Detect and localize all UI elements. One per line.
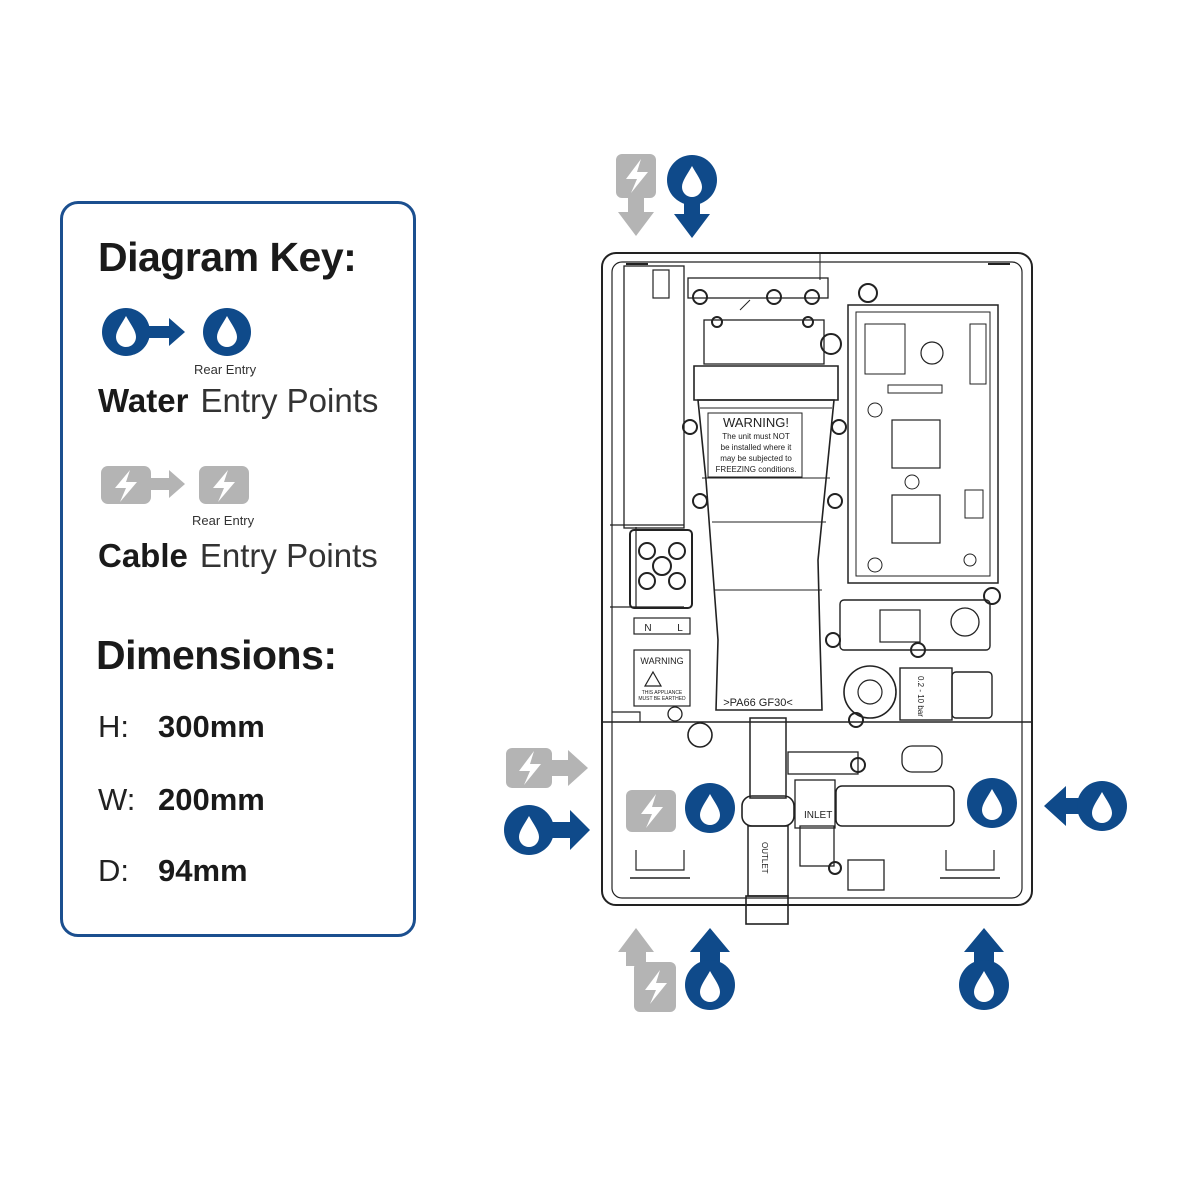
cable-entry-points-label: Cable Entry Points [98, 537, 378, 575]
water-label-strong: Water [98, 382, 189, 419]
dimension-width: W: 200mm [98, 782, 265, 818]
bottom-cable-entry-marker [618, 928, 676, 1012]
cable-entry-key-icons [101, 466, 249, 504]
bottom-right-water-entry-marker [959, 928, 1009, 1010]
arrow-down-icon [618, 198, 654, 236]
rear-cable-entry-marker [626, 790, 676, 832]
arrow-up-icon [690, 928, 730, 966]
dimension-key: D: [98, 853, 129, 888]
arrow-left-icon [1044, 786, 1082, 826]
small-warning-title: WARNING [640, 656, 683, 666]
cable-rear-entry-label: Rear Entry [192, 513, 255, 528]
cable-label-rest: Entry Points [199, 537, 378, 574]
warning-line: FREEZING conditions. [716, 465, 797, 474]
top-cable-entry-marker [616, 154, 656, 236]
arrow-right-icon [151, 470, 185, 498]
terminal-n-label: N [644, 623, 651, 634]
rear-water-entry-marker-right [967, 778, 1017, 828]
small-warning-line: THIS APPLIANCE [642, 690, 683, 696]
arrow-down-icon [674, 203, 710, 238]
terminal-l-label: L [677, 623, 683, 634]
water-label-rest: Entry Points [200, 382, 379, 419]
bottom-water-entry-marker [685, 928, 735, 1010]
outlet-label: OUTLET [760, 842, 769, 874]
dimensions-title: Dimensions: [96, 632, 337, 678]
key-title: Diagram Key: [98, 234, 357, 280]
left-cable-entry-marker [506, 748, 588, 788]
right-water-entry-marker [1044, 781, 1127, 831]
arrow-right-icon [552, 810, 590, 850]
arrow-right-icon [147, 318, 185, 346]
arrow-up-icon [964, 928, 1004, 966]
top-water-entry-marker [667, 155, 717, 238]
left-water-entry-marker [504, 805, 590, 855]
inlet-label: INLET [804, 810, 832, 821]
water-entry-key-icons [102, 308, 251, 356]
warning-title: WARNING! [723, 415, 789, 430]
lightning-bolt-icon [199, 466, 249, 504]
material-label: >PA66 GF30< [723, 697, 793, 709]
rear-water-entry-marker [685, 783, 735, 833]
water-drop-icon [102, 308, 150, 356]
small-warning-line: MUST BE EARTHED [638, 696, 686, 702]
pressure-label: 0.2 - 10 bar [916, 676, 925, 717]
dimension-key: W: [98, 782, 136, 817]
water-drop-icon [203, 308, 251, 356]
dimension-value: 200mm [158, 782, 265, 817]
water-entry-points-label: Water Entry Points [98, 382, 378, 420]
dimension-value: 94mm [158, 853, 248, 888]
dimension-height: H: 300mm [98, 709, 265, 745]
dimension-key: H: [98, 709, 129, 744]
water-rear-entry-label: Rear Entry [194, 362, 257, 377]
warning-line: be installed where it [721, 443, 792, 452]
warning-line: may be subjected to [720, 454, 792, 463]
dimension-value: 300mm [158, 709, 265, 744]
cable-label-strong: Cable [98, 537, 188, 574]
dimension-depth: D: 94mm [98, 853, 248, 889]
arrow-right-icon [550, 750, 588, 786]
warning-line: The unit must NOT [722, 432, 790, 441]
lightning-bolt-icon [101, 466, 151, 504]
arrow-up-icon [618, 928, 654, 966]
